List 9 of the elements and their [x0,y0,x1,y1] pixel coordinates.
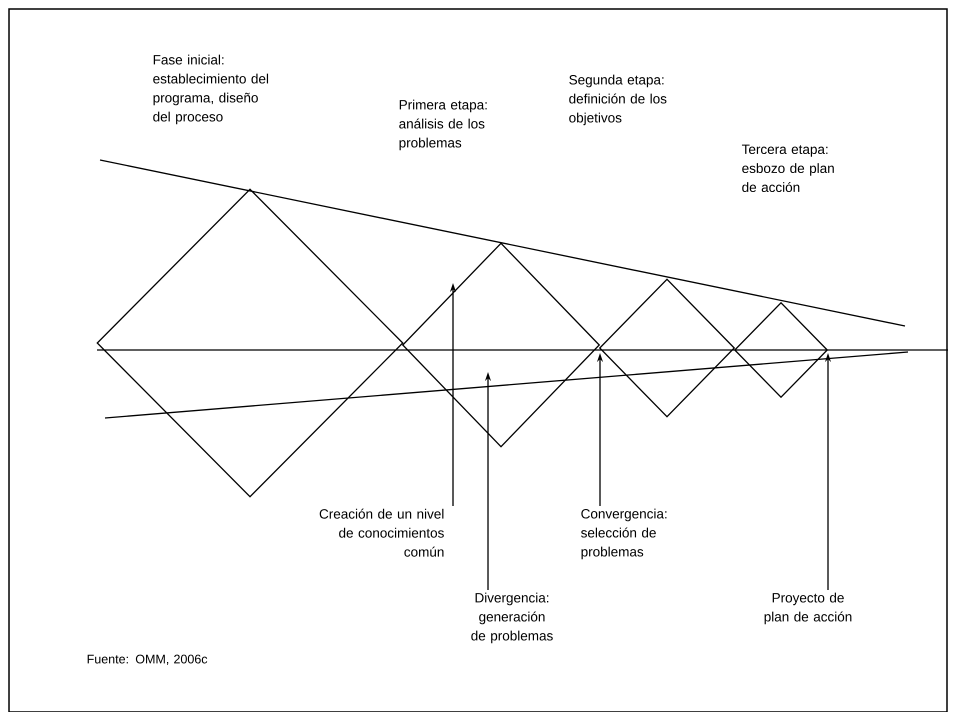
annotation-text: Divergencia: generación de problemas [471,592,553,644]
stage-label: Segunda etapa: definición de los objetivos [569,74,666,126]
stage-label: Tercera etapa: esbozo de plan de acción [742,144,834,192]
annotation-text: Convergencia: selección de problemas [581,508,666,560]
annotation-text: Creación de un nivel de conocimientos común [320,508,444,557]
stage-label: Primera etapa: análisis de los problemas [399,100,487,150]
stage-label: Fase inicial: establecimiento del programa, diseño del proceso [153,54,268,124]
annotation-text: Proyecto de plan de acción [764,592,852,624]
source-note: Fuente: OMM, 2006c [88,654,208,665]
